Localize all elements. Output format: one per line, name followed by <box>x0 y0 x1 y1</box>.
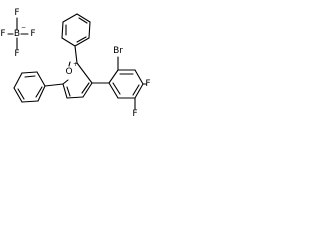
ring-bond-c3-c2 <box>76 62 93 84</box>
fluorine-atom-label-bottom: F <box>14 49 19 59</box>
left-phenyl-bond-2 <box>21 71 38 74</box>
left-phenyl-bond-3 <box>13 72 23 89</box>
aryl-bond-1 <box>108 69 119 84</box>
aryl-bond-3 <box>134 69 144 85</box>
top-phenyl-group <box>61 13 91 64</box>
chemical-structure-diagram: B − F F F F O + <box>0 8 151 119</box>
top-phenyl-bond-1 <box>61 37 76 47</box>
ring-bond-c5-c4 <box>66 96 84 99</box>
pyrylium-ring: O + <box>62 61 93 99</box>
top-phenyl-double-bond-3 <box>76 36 87 43</box>
fluorine-atom-label-aryl-right: F <box>145 79 150 89</box>
left-phenyl-bond-4 <box>13 87 23 103</box>
anion-charge-label: − <box>21 24 26 31</box>
ring-double-bond-inner-2 <box>81 82 90 94</box>
fluorine-atom-label-top: F <box>14 8 19 18</box>
left-phenyl-bond-5 <box>21 100 39 103</box>
bromo-difluorophenyl-group: Br F F <box>91 46 151 119</box>
top-phenyl-bond-4 <box>76 13 91 23</box>
left-phenyl-bond-1 <box>36 71 46 87</box>
aryl-bond-6 <box>108 82 119 99</box>
ring-bond-c6-c5 <box>62 83 68 99</box>
left-phenyl-double-bond-3 <box>35 86 43 98</box>
ring-double-bond-inner-1 <box>66 86 71 97</box>
top-phenyl-bond-5 <box>88 21 91 39</box>
fluorine-atom-label-right: F <box>30 29 35 39</box>
boron-atom-label: B <box>14 29 20 39</box>
fluorine-atom-label-aryl-bottom: F <box>132 109 137 119</box>
ring-bond-c4-c3 <box>82 82 93 98</box>
left-phenyl-bond-6 <box>37 85 46 102</box>
left-phenyl-link-bond <box>44 83 64 87</box>
tetrafluoroborate-anion: B − F F F F <box>0 8 35 59</box>
bromine-atom-label: Br <box>113 46 123 56</box>
ring-bond-o-c6 <box>62 79 69 85</box>
top-phenyl-bond-6 <box>74 37 90 47</box>
left-phenyl-double-bond-1 <box>24 75 36 78</box>
top-phenyl-bond-3 <box>62 13 78 23</box>
left-phenyl-double-bond-2 <box>17 88 25 100</box>
cation-charge-label: + <box>73 61 78 68</box>
top-phenyl-double-bond-2 <box>78 17 88 24</box>
aryl-double-bond-2 <box>132 84 140 96</box>
top-phenyl-link-bond <box>74 45 78 64</box>
oxygen-atom-label: O <box>65 67 72 77</box>
aryl-double-bond-3 <box>112 82 121 95</box>
left-phenyl-group <box>13 71 64 103</box>
fluorine-atom-label-left: F <box>0 29 5 39</box>
ring-bond-c2-o <box>68 61 71 67</box>
top-phenyl-bond-2 <box>61 21 64 39</box>
aryl-bond-4 <box>134 83 144 99</box>
